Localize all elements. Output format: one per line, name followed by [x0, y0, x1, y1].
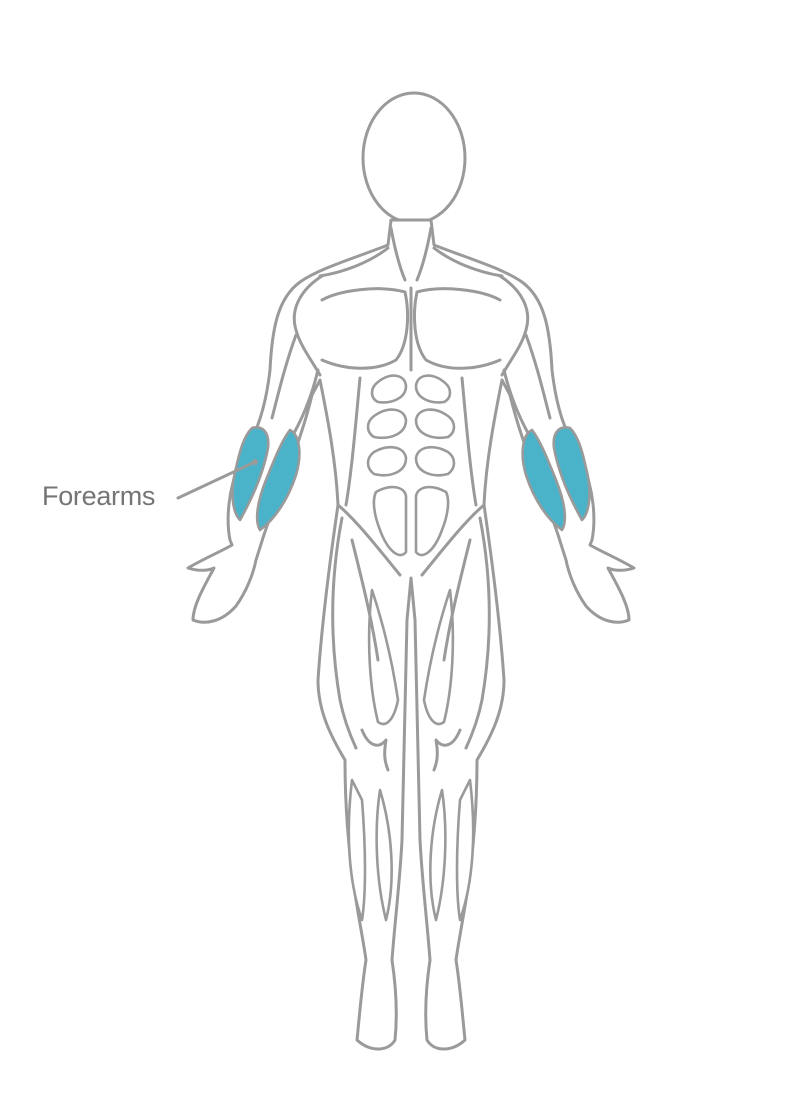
- body-outline: [186, 218, 636, 1051]
- abs-right-2: [414, 408, 456, 440]
- abs-right-3: [414, 445, 456, 477]
- abs-left-2: [366, 408, 408, 440]
- neck-muscle-left: [389, 226, 407, 282]
- pec-right: [412, 287, 502, 370]
- forearms-leader-dot: [252, 459, 258, 465]
- quad-right-inner: [422, 588, 455, 726]
- pec-left: [320, 287, 410, 370]
- abs-left-3: [366, 445, 408, 477]
- neck-muscle-right: [415, 226, 433, 282]
- deltoid-right: [498, 274, 530, 377]
- calf-right-inner: [429, 788, 447, 922]
- abs-left-lower: [372, 485, 408, 557]
- forearms-label: Forearms: [42, 481, 156, 511]
- oblique-right: [460, 376, 478, 507]
- quad-left-outer: [331, 516, 358, 750]
- abs-left-1: [370, 374, 408, 404]
- calf-left-outer: [347, 778, 367, 922]
- trapezius-left: [318, 246, 390, 278]
- oblique-left: [344, 376, 362, 507]
- forearm-left-outer: [231, 426, 270, 522]
- abs-right-lower: [414, 485, 450, 557]
- knee-right: [432, 728, 462, 772]
- trapezius-right: [432, 246, 504, 278]
- bicep-left: [270, 333, 298, 420]
- calf-left-inner: [375, 788, 393, 922]
- hip-line-right: [420, 503, 486, 577]
- quad-right-outer: [464, 516, 491, 750]
- knee-left: [360, 728, 390, 772]
- hip-line-left: [336, 503, 402, 577]
- forearm-left-inner: [255, 428, 301, 532]
- deltoid-left: [292, 274, 324, 377]
- bicep-right: [524, 333, 552, 420]
- calf-right-outer: [455, 778, 475, 922]
- forearm-right-outer: [552, 426, 591, 522]
- abs-right-1: [414, 374, 452, 404]
- head: [361, 91, 467, 225]
- forearms-leader-line: [176, 460, 257, 500]
- forearm-right-inner: [521, 428, 567, 532]
- adductor-left: [350, 538, 380, 662]
- quad-left-inner: [367, 588, 400, 726]
- adductor-right: [442, 538, 472, 662]
